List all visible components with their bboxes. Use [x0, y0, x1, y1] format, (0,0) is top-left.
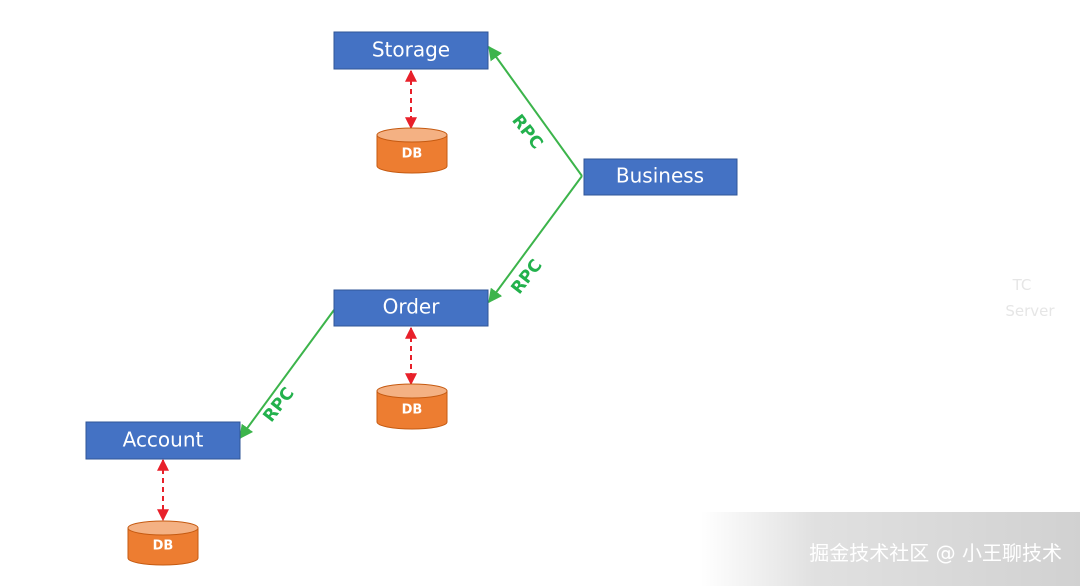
account-label: Account	[123, 428, 204, 452]
rpc-business-to-order: RPC	[488, 175, 583, 304]
storage-node: Storage	[333, 31, 489, 70]
order-label: Order	[383, 295, 441, 319]
account-node: Account	[85, 421, 241, 460]
rpc-label-account: RPC	[259, 384, 298, 426]
order-database: DB	[376, 383, 448, 430]
account-database: DB	[127, 520, 199, 566]
watermark-text: 掘金技术社区 @ 小王聊技术	[809, 541, 1062, 565]
storage-database: DB	[376, 127, 448, 174]
rpc-label-order: RPC	[507, 256, 546, 298]
order-db-label: DB	[402, 403, 423, 418]
business-node: Business	[583, 158, 738, 196]
faint-text-tc: TC	[1012, 276, 1032, 294]
rpc-business-to-storage: RPC	[488, 45, 583, 177]
business-label: Business	[616, 164, 704, 188]
order-node: Order	[333, 289, 489, 327]
storage-db-label: DB	[402, 147, 423, 162]
account-db-label: DB	[153, 539, 174, 554]
storage-label: Storage	[372, 38, 450, 62]
faint-text-server: Server	[1005, 302, 1055, 320]
watermark: 掘金技术社区 @ 小王聊技术	[700, 512, 1080, 586]
rpc-order-to-account: RPC	[239, 309, 335, 440]
